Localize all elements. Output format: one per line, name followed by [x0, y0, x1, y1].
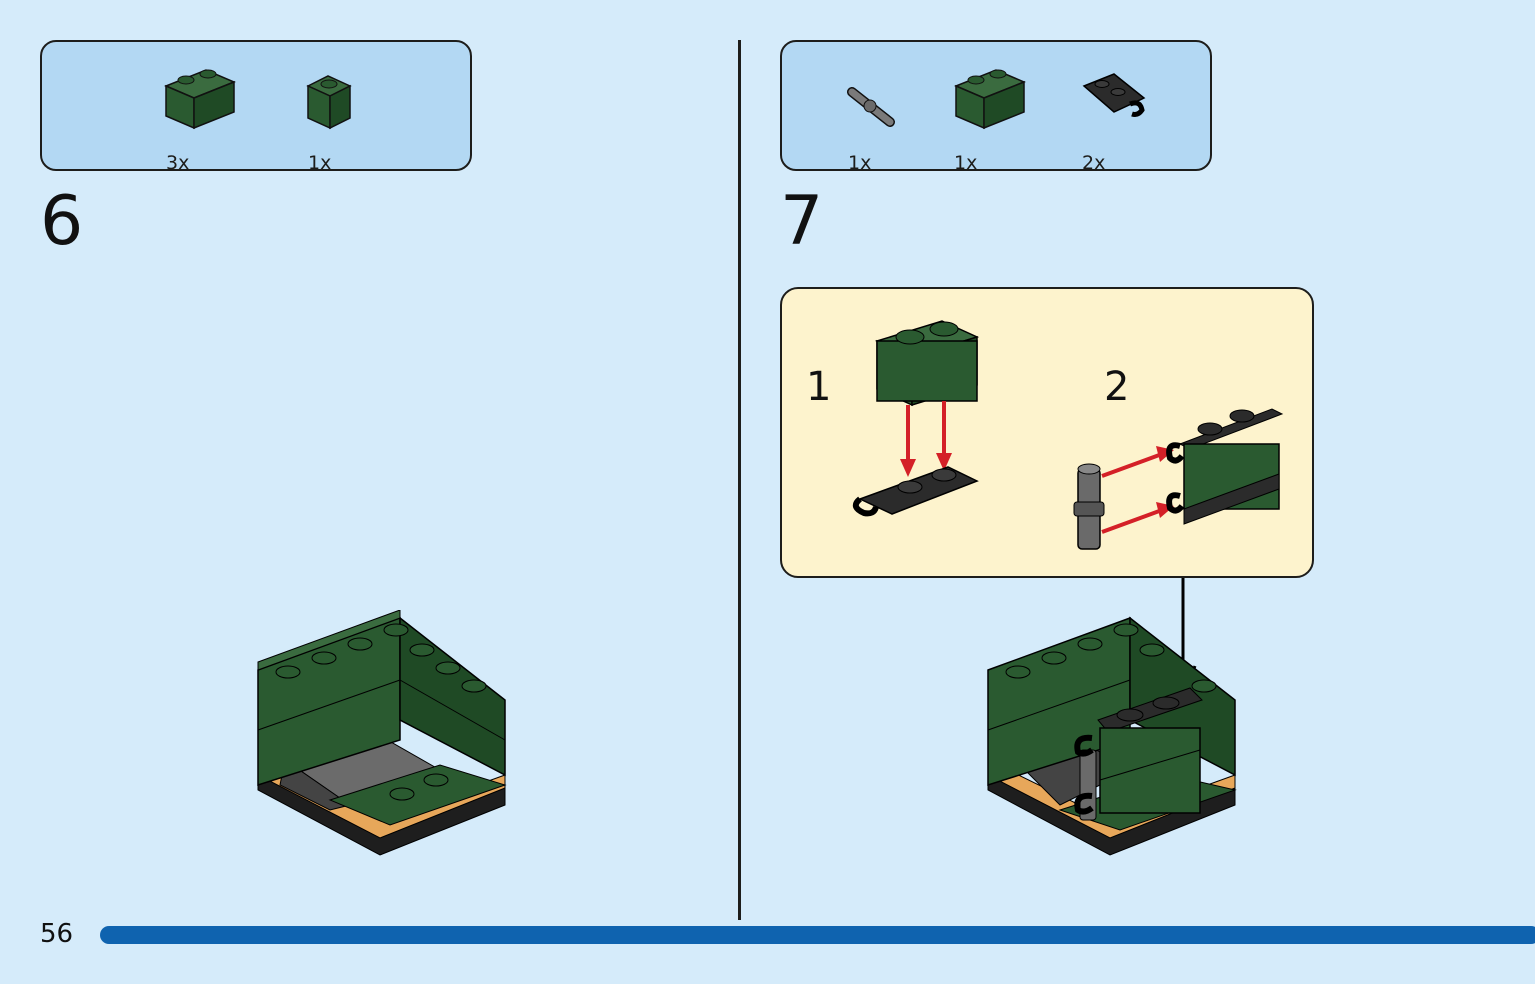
page-number: 56	[40, 919, 74, 949]
brick-1x2-icon	[954, 69, 1026, 130]
step-number-6: 6	[40, 182, 84, 261]
step-6-model-illustration	[257, 610, 507, 856]
part-quantity: 1x	[848, 152, 872, 174]
part-quantity: 1x	[308, 152, 332, 174]
substep-number-1: 1	[806, 364, 832, 410]
part-brick-1x2: 1x	[950, 62, 1040, 174]
parts-list-step-6: 3x 1x	[40, 40, 472, 174]
step-7-model-illustration	[987, 616, 1237, 856]
pin-icon	[847, 87, 895, 127]
page-divider	[738, 40, 741, 920]
step-number-7: 7	[780, 182, 824, 261]
part-brick-1x1: 1x	[304, 62, 394, 174]
sub-assembly-callout: 1 2	[780, 287, 1314, 578]
substep-number-2: 2	[1104, 364, 1130, 410]
page-progress-bar	[100, 926, 1535, 944]
substep-2-illustration	[1073, 408, 1284, 550]
substep-1-illustration	[852, 320, 980, 517]
part-quantity: 1x	[954, 152, 978, 174]
plate-clip-icon	[1082, 73, 1146, 117]
part-pin: 1x	[844, 62, 934, 174]
part-brick-1x2: 3x	[160, 62, 250, 174]
brick-1x2-icon	[164, 69, 236, 130]
part-plate-clip: 2x	[1078, 62, 1168, 174]
part-quantity: 3x	[166, 152, 190, 174]
part-quantity: 2x	[1082, 152, 1106, 174]
brick-1x1-icon	[306, 75, 352, 130]
parts-list-step-7: 1x 1x 2x	[780, 40, 1212, 174]
